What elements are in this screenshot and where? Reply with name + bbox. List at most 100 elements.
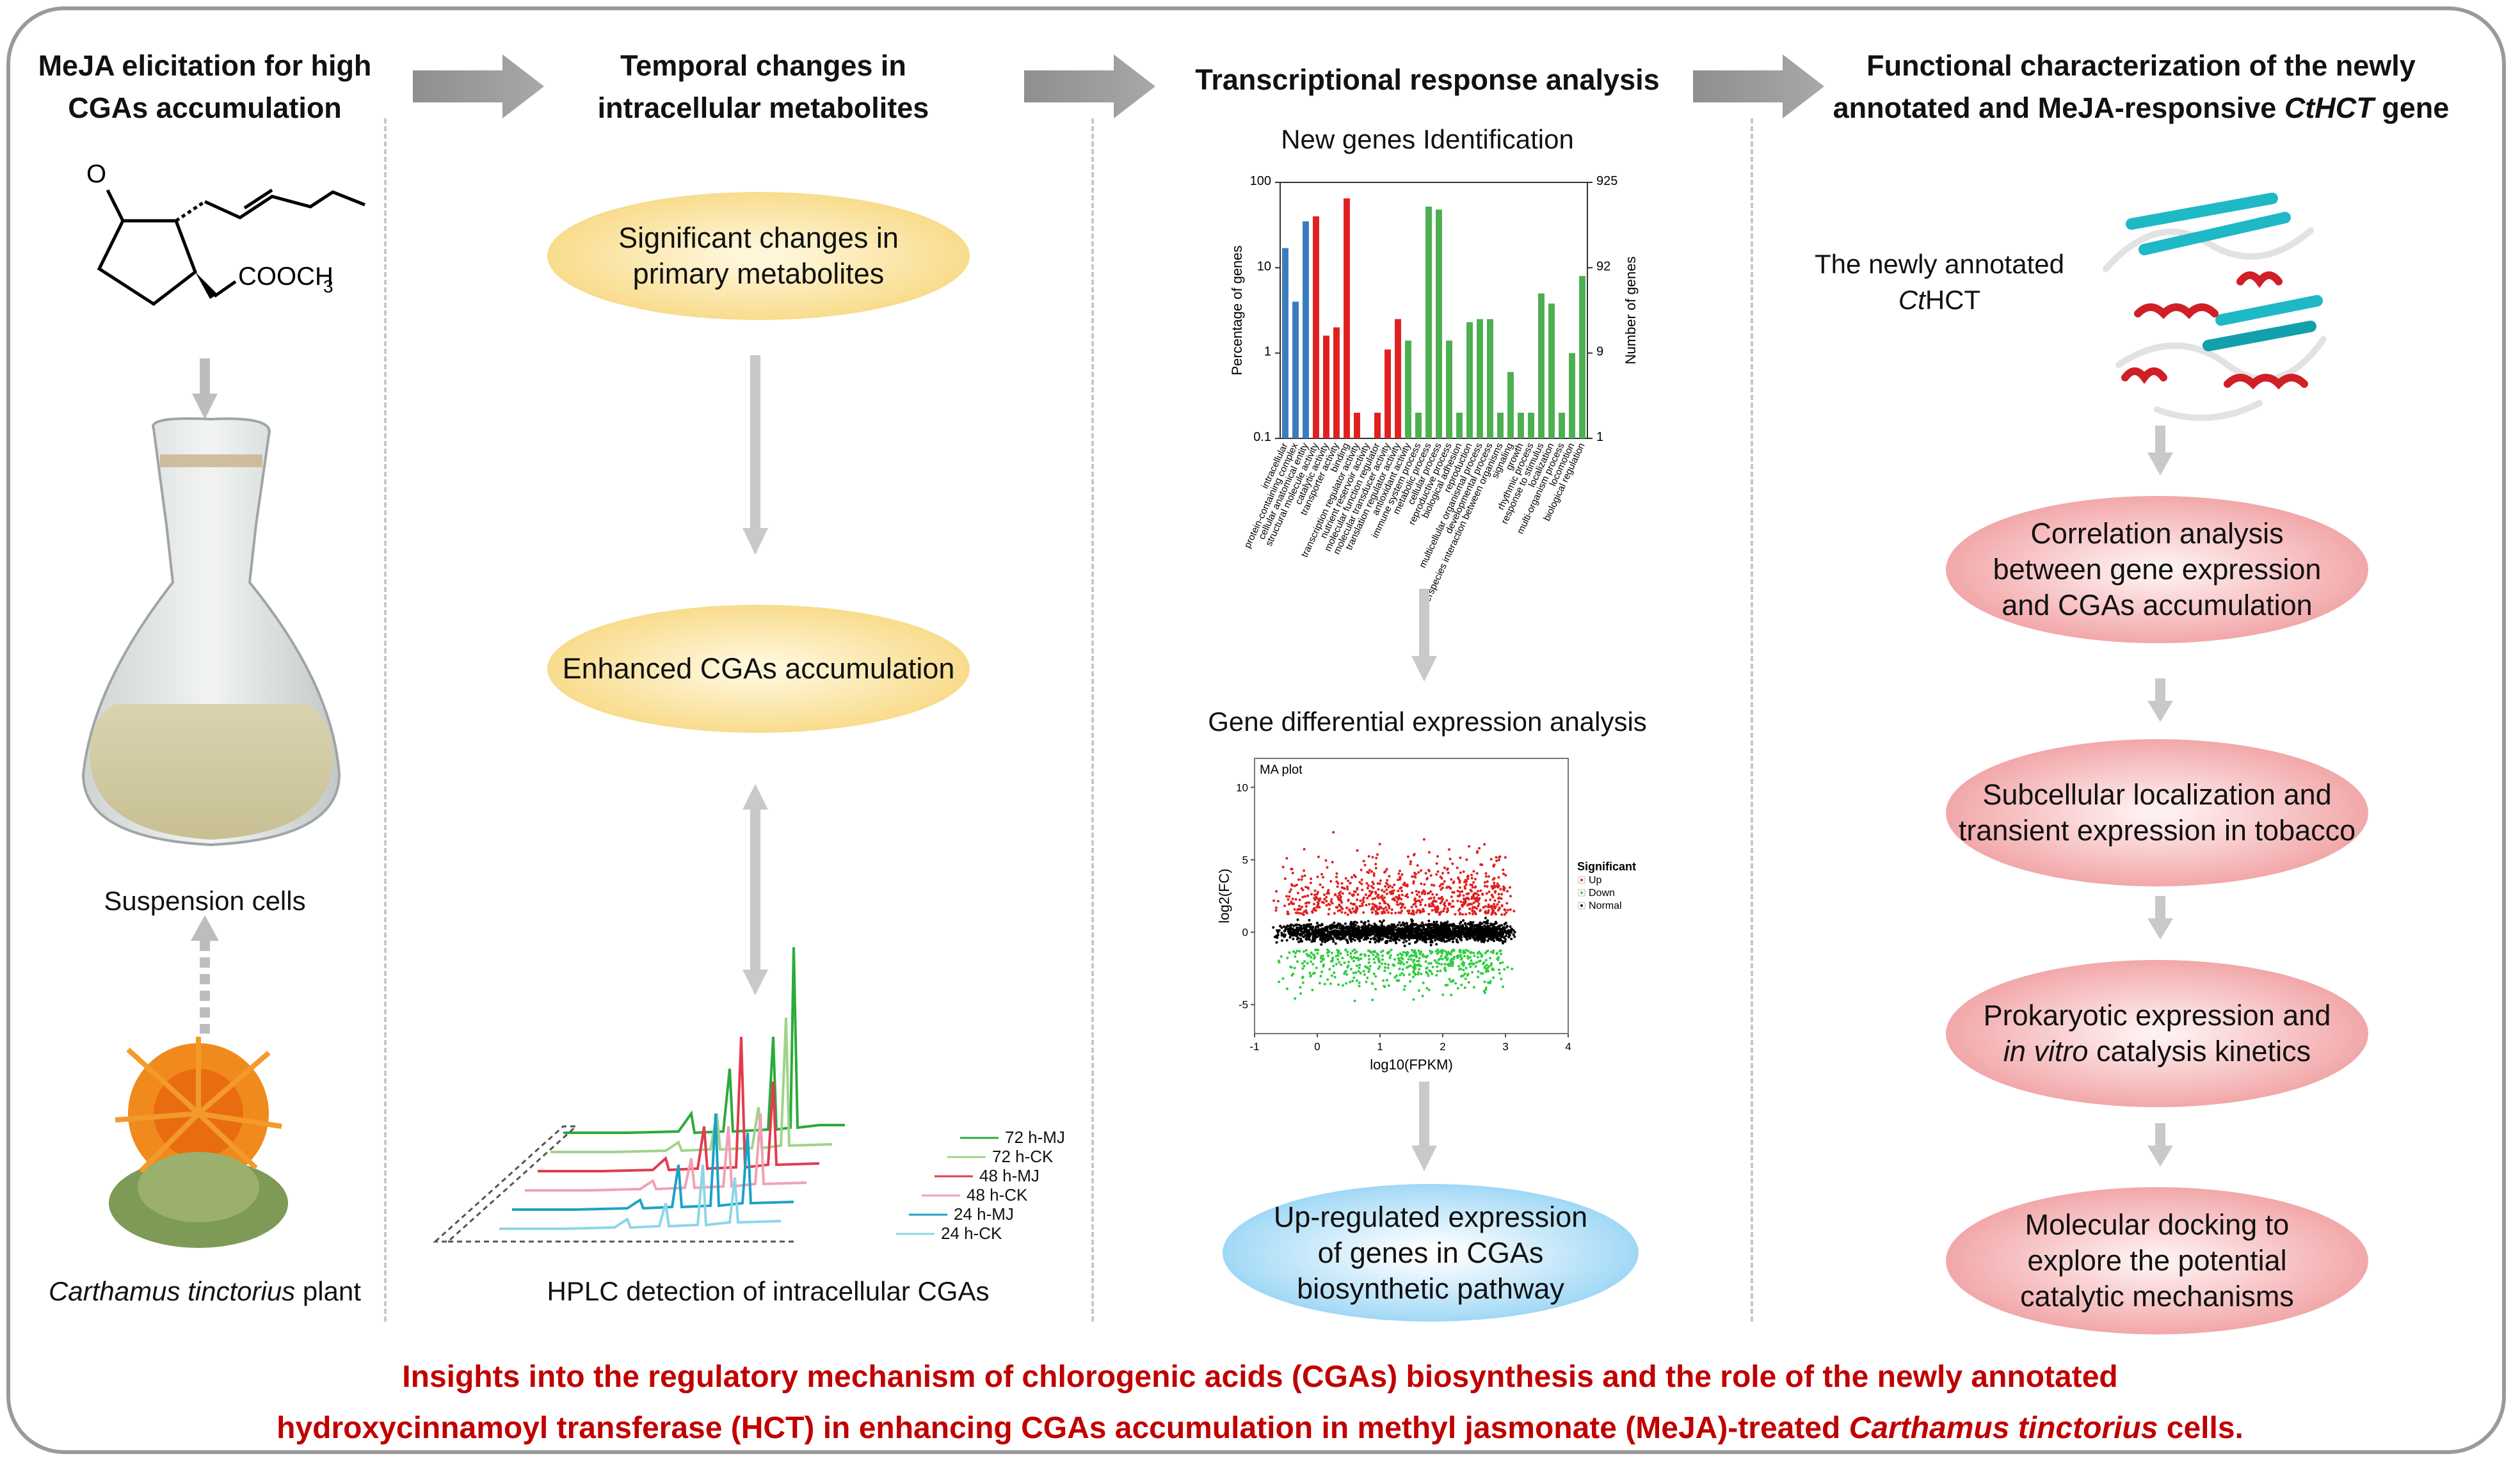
plant-label: Carthamus tinctorius plant bbox=[49, 1276, 361, 1306]
suspension-cells-label: Suspension cells bbox=[104, 886, 306, 916]
arrow-down-icon bbox=[1411, 589, 1437, 682]
svg-text:48 h-CK: 48 h-CK bbox=[967, 1185, 1028, 1204]
go-bar bbox=[1344, 198, 1350, 438]
y-tick-right-label: 92 bbox=[1596, 259, 1610, 273]
ma-plot: MA plot -1 0 1 2 3 4 -5 0 5 10 log10(FPKM) log2(FC) S… bbox=[1216, 758, 1636, 1073]
safflower-plant-image bbox=[109, 1037, 288, 1248]
go-bar bbox=[1395, 319, 1401, 438]
go-bar bbox=[1405, 340, 1411, 438]
hplc-chromatograms: 72 h-MJ 72 h-CK 48 h-MJ 48 h-CK 24 h-MJ … bbox=[433, 947, 1065, 1243]
go-bar bbox=[1446, 340, 1452, 438]
go-bar bbox=[1569, 353, 1575, 438]
go-bar bbox=[1528, 412, 1534, 438]
panel4-title: Functional characterization of the newly… bbox=[1833, 49, 2450, 124]
x-axis-label: log10(FPKM) bbox=[1370, 1057, 1453, 1073]
legend-label: Down bbox=[1589, 888, 1615, 899]
go-bar bbox=[1436, 209, 1442, 438]
go-bar bbox=[1548, 303, 1555, 438]
y-tick-label: 0 bbox=[1242, 927, 1248, 939]
y-tick-label: 10 bbox=[1257, 259, 1271, 273]
x-tick-label: 3 bbox=[1502, 1041, 1508, 1053]
go-bar bbox=[1282, 248, 1288, 438]
legend-label: Normal bbox=[1589, 900, 1622, 911]
go-bar bbox=[1303, 221, 1309, 438]
go-bar bbox=[1425, 206, 1432, 438]
x-tick-label: 4 bbox=[1565, 1041, 1571, 1053]
go-bar bbox=[1466, 322, 1473, 438]
svg-text:O: O bbox=[86, 160, 106, 188]
ma-plot-frame bbox=[1254, 758, 1569, 1034]
go-bar bbox=[1292, 301, 1299, 438]
y-tick-right-label: 9 bbox=[1596, 345, 1603, 359]
x-tick-label: 0 bbox=[1314, 1041, 1320, 1053]
divider-2 bbox=[1091, 118, 1094, 1322]
go-bar bbox=[1384, 349, 1391, 438]
arrow-down-icon bbox=[742, 355, 768, 555]
x-tick-label: 1 bbox=[1377, 1041, 1383, 1053]
protein-label: The newly annotated CtHCT bbox=[1815, 249, 2064, 315]
go-bar bbox=[1354, 412, 1360, 438]
panel1-title: MeJA elicitation for high CGAs accumulat… bbox=[38, 49, 372, 124]
go-bar bbox=[1374, 412, 1381, 438]
go-bar bbox=[1323, 335, 1329, 438]
y-tick-label: 10 bbox=[1236, 781, 1248, 794]
dashed-arrow-up-icon bbox=[191, 915, 219, 1034]
svg-text:COOCH: COOCH bbox=[238, 262, 333, 291]
svg-text:72 h-CK: 72 h-CK bbox=[992, 1147, 1054, 1166]
legend-swatch bbox=[1578, 902, 1585, 909]
arrow-down-icon bbox=[2147, 426, 2173, 476]
double-arrow-icon bbox=[742, 784, 768, 995]
svg-text:24 h-CK: 24 h-CK bbox=[941, 1224, 1002, 1243]
y-tick-right-label: 925 bbox=[1596, 174, 1617, 188]
y-tick-label: 100 bbox=[1250, 174, 1271, 188]
hplc-label: HPLC detection of intracellular CGAs bbox=[547, 1276, 990, 1306]
legend-swatch bbox=[1578, 889, 1585, 897]
panel3-title: Transcriptional response analysis bbox=[1195, 63, 1660, 96]
arrow-down-icon bbox=[2147, 678, 2173, 722]
go-bar bbox=[1579, 276, 1585, 438]
svg-text:3: 3 bbox=[323, 276, 333, 296]
legend-marker bbox=[1580, 891, 1583, 894]
flow-arrow-1 bbox=[413, 54, 544, 118]
divider-1 bbox=[384, 118, 387, 1322]
panel2-title: Temporal changes in intracellular metabo… bbox=[597, 49, 929, 124]
go-bar bbox=[1507, 372, 1514, 438]
arrow-down-icon bbox=[2147, 1123, 2173, 1167]
ma-plot-title: MA plot bbox=[1260, 763, 1303, 777]
legend-marker bbox=[1580, 904, 1583, 907]
y-tick-label: -5 bbox=[1239, 999, 1248, 1011]
go-bar bbox=[1415, 412, 1422, 438]
ma-points bbox=[1272, 831, 1516, 1002]
go-bar bbox=[1497, 412, 1504, 438]
go-bar bbox=[1518, 412, 1524, 438]
y-tick-label: 1 bbox=[1264, 345, 1271, 359]
go-bar bbox=[1559, 412, 1565, 438]
legend-label: Up bbox=[1589, 875, 1602, 886]
go-bar bbox=[1313, 216, 1319, 438]
y-tick-label: 5 bbox=[1242, 854, 1248, 866]
flow-arrow-3 bbox=[1693, 54, 1824, 118]
y-axis-label: Percentage of genes bbox=[1229, 245, 1245, 375]
y-axis-right-label: Number of genes bbox=[1623, 257, 1639, 365]
y-tick-label: 0.1 bbox=[1253, 430, 1271, 444]
x-tick-label: 2 bbox=[1440, 1041, 1445, 1053]
arrow-down-icon bbox=[1411, 1082, 1437, 1171]
legend-swatch bbox=[1578, 876, 1585, 884]
flow-arrow-2 bbox=[1024, 54, 1155, 118]
go-bar bbox=[1538, 293, 1545, 438]
legend-title: Significant bbox=[1577, 860, 1636, 873]
arrow-down-icon bbox=[192, 358, 218, 419]
divider-3 bbox=[1751, 118, 1753, 1322]
x-tick-label: -1 bbox=[1249, 1041, 1259, 1053]
go-bar bbox=[1333, 327, 1340, 438]
y-axis-label: log2(FC) bbox=[1216, 868, 1232, 923]
enhanced-cgas-ellipse: Enhanced CGAs accumulation bbox=[547, 605, 970, 733]
go-bar bbox=[1487, 319, 1493, 438]
